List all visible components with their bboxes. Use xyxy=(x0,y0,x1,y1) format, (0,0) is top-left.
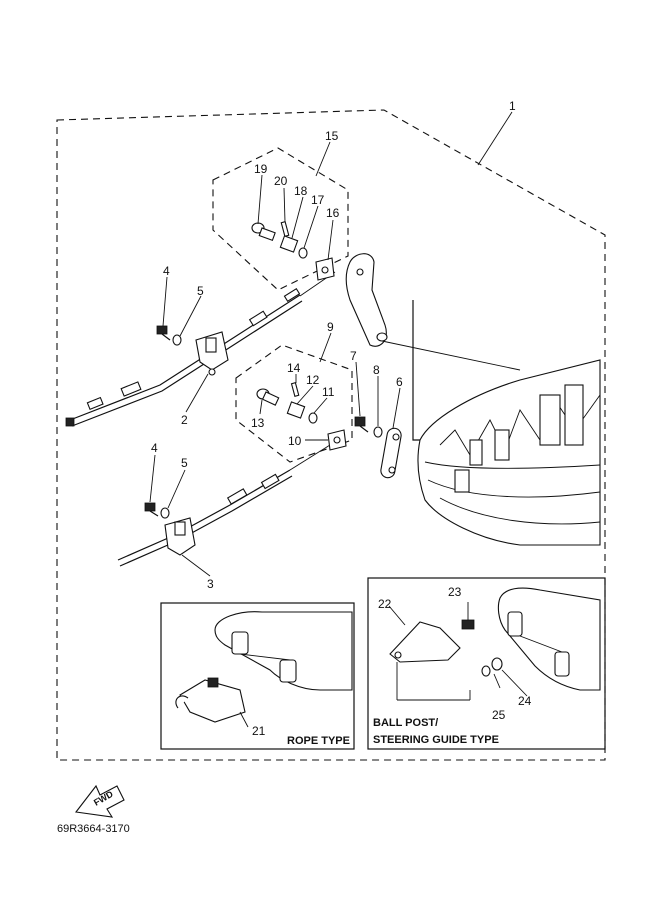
callout-16: 16 xyxy=(326,206,340,220)
ball-post-illustration xyxy=(388,587,601,701)
bracket-2-illustration xyxy=(195,331,229,376)
callout-4-lower: 4 xyxy=(151,441,158,455)
ball-post-caption-line2: STEERING GUIDE TYPE xyxy=(373,734,499,746)
callout-5-lower: 5 xyxy=(181,456,188,470)
pin-20 xyxy=(280,221,290,237)
callout-8: 8 xyxy=(373,363,380,377)
cable-joint-10 xyxy=(327,429,347,451)
pin-14 xyxy=(290,382,300,397)
ball-post-inset xyxy=(367,577,606,750)
lever-6 xyxy=(380,427,402,479)
callout-14: 14 xyxy=(287,361,301,375)
callout-21: 21 xyxy=(252,724,266,738)
callout-4-upper: 4 xyxy=(163,264,170,278)
bushing-18 xyxy=(279,235,299,253)
callout-2: 2 xyxy=(181,413,188,427)
callout-23: 23 xyxy=(448,585,462,599)
diagram-code: 69R3664-3170 xyxy=(57,823,130,835)
callout-11: 11 xyxy=(322,385,335,399)
washer-5-upper xyxy=(172,334,182,346)
callout-13: 13 xyxy=(251,416,265,430)
callout-20: 20 xyxy=(274,174,288,188)
callout-25: 25 xyxy=(492,708,506,722)
pin-19 xyxy=(251,222,276,242)
callout-5-upper: 5 xyxy=(197,284,204,298)
callout-6: 6 xyxy=(396,375,403,389)
cable-joint-16 xyxy=(315,257,335,281)
callout-24: 24 xyxy=(518,694,532,708)
washer-8 xyxy=(373,426,383,438)
bolt-4-upper xyxy=(156,325,171,341)
rope-type-inset xyxy=(160,602,355,750)
callout-17: 17 xyxy=(311,193,325,207)
group-15-boundary xyxy=(212,147,349,291)
callout-3: 3 xyxy=(207,577,214,591)
leader-lines xyxy=(149,111,513,577)
callout-22: 22 xyxy=(378,597,392,611)
bracket-16-illustration xyxy=(345,253,521,371)
callout-15: 15 xyxy=(325,129,339,143)
motor-cover-illustration xyxy=(412,300,601,546)
callout-1: 1 xyxy=(509,99,516,113)
lower-shift-cable xyxy=(117,444,331,567)
bolt-7 xyxy=(354,416,369,433)
pin-13 xyxy=(256,388,280,406)
callout-7: 7 xyxy=(350,349,357,363)
rope-type-illustration xyxy=(175,611,353,728)
rope-type-caption: ROPE TYPE xyxy=(287,735,350,747)
upper-throttle-cable xyxy=(65,271,336,427)
callout-18: 18 xyxy=(294,184,308,198)
bolt-4-lower xyxy=(144,502,159,517)
bushing-12 xyxy=(286,401,306,419)
assembly-boundary xyxy=(56,109,606,761)
fwd-arrow-icon: FWD xyxy=(74,784,125,818)
callout-10: 10 xyxy=(288,434,302,448)
bracket-3-illustration xyxy=(164,517,196,556)
callout-19: 19 xyxy=(254,162,268,176)
washer-5-lower xyxy=(160,507,170,519)
callout-9: 9 xyxy=(327,320,334,334)
callout-12: 12 xyxy=(306,373,320,387)
washer-17 xyxy=(298,247,308,259)
washer-11 xyxy=(308,412,318,424)
ball-post-caption-line1: BALL POST/ xyxy=(373,717,438,729)
